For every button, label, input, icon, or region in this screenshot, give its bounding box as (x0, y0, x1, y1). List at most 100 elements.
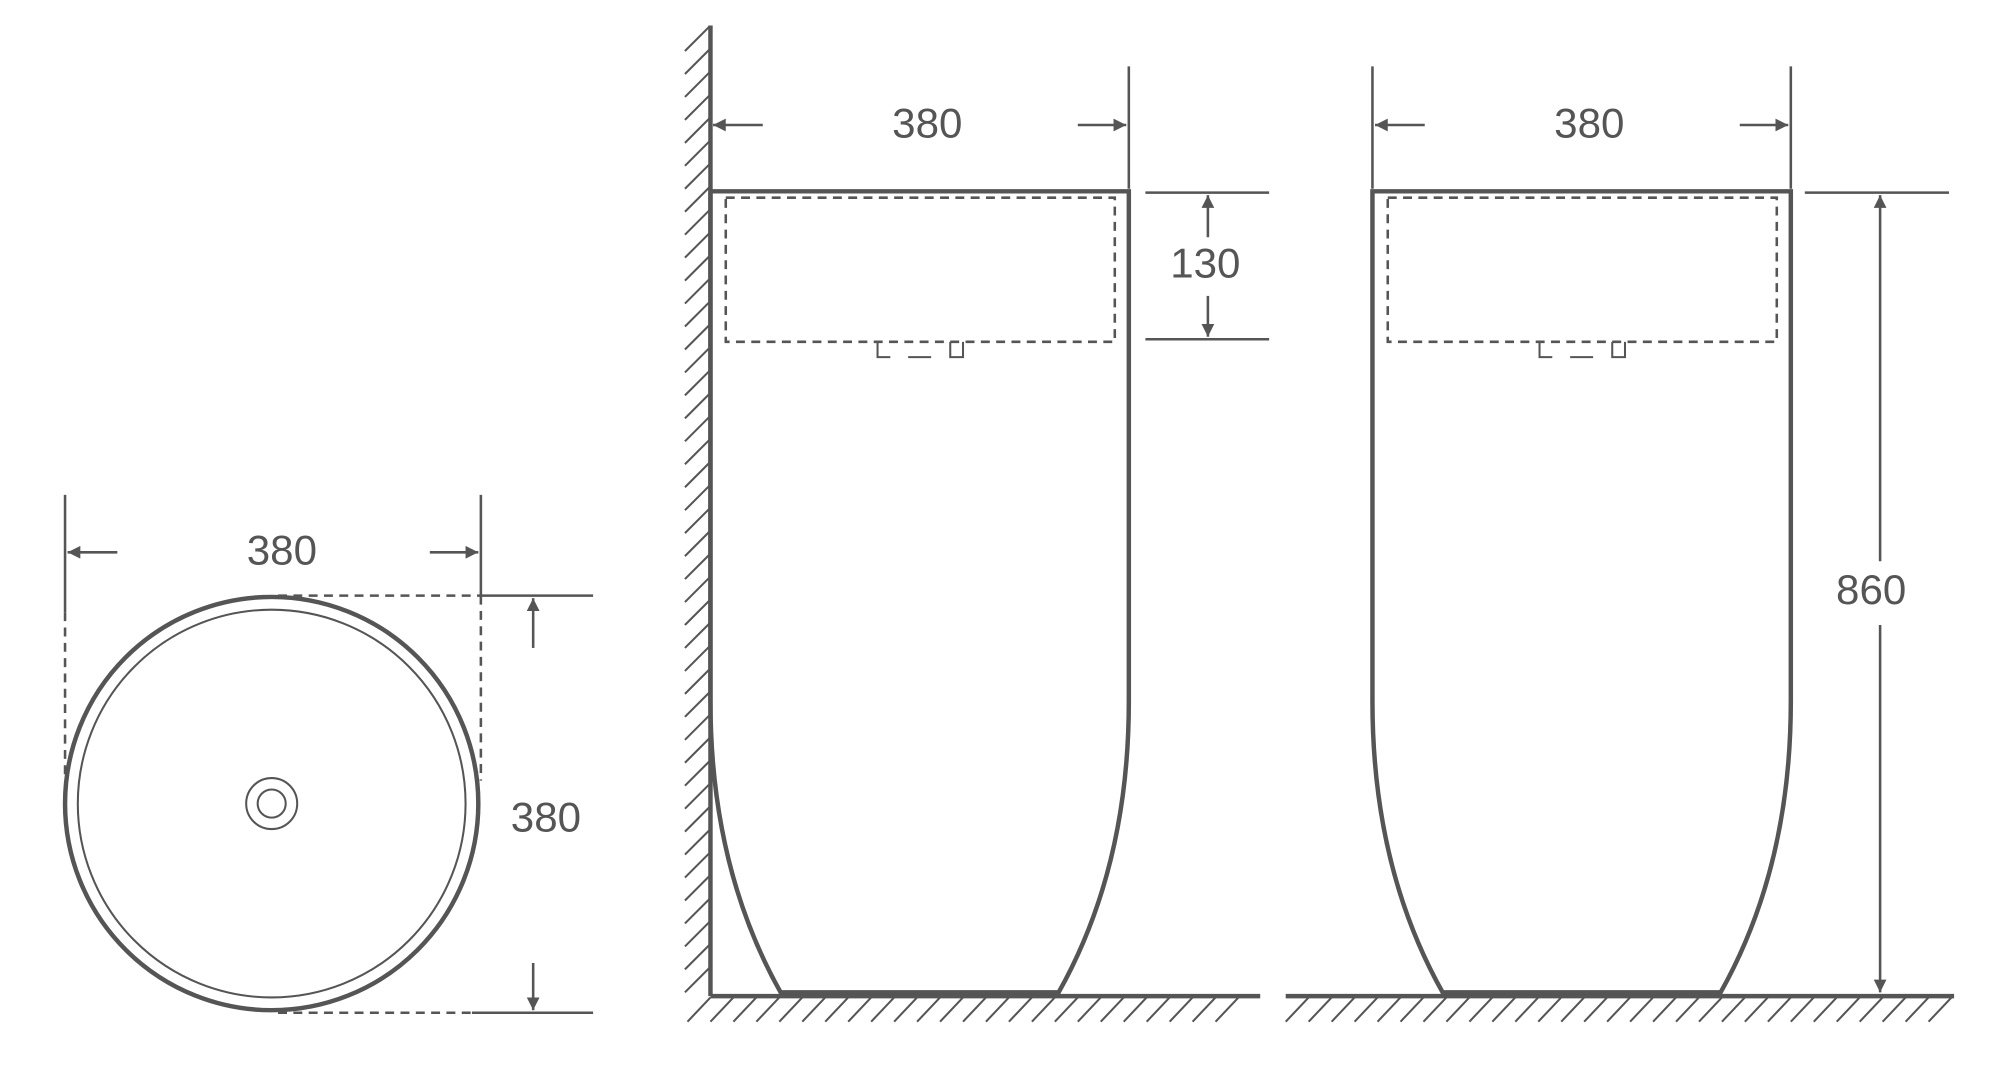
drain-outer-icon (245, 777, 299, 831)
hatch-line (1514, 996, 1540, 1023)
hatch-line (847, 996, 872, 1023)
side-view-freestanding: 380 860 (1284, 66, 1955, 1023)
hatch-line (684, 737, 710, 764)
hatch-line (1145, 996, 1171, 1023)
hatch-line (684, 71, 710, 98)
hatch-line (916, 996, 941, 1023)
hatch-line (684, 393, 710, 420)
hatch-line (1881, 996, 1907, 1023)
hatch-line (1790, 996, 1815, 1023)
hatch-line (684, 852, 710, 879)
hatch-line (684, 49, 710, 75)
hatch-line (709, 996, 735, 1023)
hatch-line (684, 324, 710, 351)
hatch-line (1468, 996, 1494, 1023)
hatch-line (684, 783, 710, 810)
hatch-line (1399, 996, 1425, 1023)
hatch-line (684, 508, 710, 534)
drain-hidden-outline (876, 341, 965, 359)
hatch-line (778, 996, 804, 1023)
hatch-line (684, 921, 710, 948)
hatch-line (1284, 996, 1310, 1023)
hatch-line (1927, 996, 1953, 1023)
basin-rim-inner (76, 608, 467, 999)
top-view: 380 380 (62, 494, 594, 1015)
hatch-line (1376, 996, 1402, 1023)
hatch-line (1168, 996, 1194, 1023)
hatch-line (684, 232, 710, 259)
hatch-line (684, 967, 710, 994)
hatch-line (684, 163, 710, 190)
hatch-line (824, 996, 849, 1023)
hatch-line (684, 117, 710, 144)
hatch-line (1560, 996, 1585, 1023)
hatch-line (1191, 996, 1217, 1023)
width-dimension: 380 (63, 494, 483, 781)
hatch-line (684, 806, 710, 833)
hatch-line (1606, 996, 1631, 1023)
hatch-line (1307, 996, 1333, 1023)
basin-rim-outer (62, 594, 481, 1013)
hatch-line (684, 944, 710, 971)
hatch-line (684, 829, 710, 856)
hatch-line (1031, 996, 1056, 1023)
width-dimension: 380 (1371, 66, 1793, 189)
hatch-line (1422, 996, 1448, 1023)
hatch-line (1353, 996, 1379, 1023)
hatch-line (684, 278, 710, 305)
hatch-line (1744, 996, 1769, 1023)
hatch-line (684, 416, 710, 443)
hatch-line (684, 577, 710, 603)
hatch-line (1122, 996, 1148, 1023)
hatch-line (1008, 996, 1033, 1023)
hatch-line (684, 554, 710, 580)
hatch-line (1813, 996, 1838, 1023)
drain-inner-icon (256, 788, 287, 819)
hatch-line (893, 996, 918, 1023)
basin-hidden-outline (1386, 196, 1779, 344)
width-dimension: 380 (709, 66, 1131, 189)
top-width-label: 380 (247, 527, 317, 574)
floor-hatching (686, 996, 1240, 1023)
hatch-line (684, 140, 710, 167)
hatch-line (684, 622, 710, 649)
hatch-line (684, 209, 710, 236)
hatch-line (684, 370, 710, 397)
hatch-line (684, 898, 710, 925)
hatch-line (684, 691, 710, 718)
hatch-line (801, 996, 826, 1023)
hatch-line (684, 668, 710, 695)
hatch-line (1491, 996, 1517, 1023)
side-view-wall: 380 130 (684, 25, 1270, 1023)
hatch-line (732, 996, 758, 1023)
hatch-line (870, 996, 895, 1023)
hatch-line (1445, 996, 1471, 1023)
hatch-line (755, 996, 781, 1023)
drain-hidden-outline (1538, 341, 1627, 359)
hatch-line (684, 301, 710, 328)
hatch-line (1214, 996, 1240, 1023)
free-width-label: 380 (1554, 99, 1624, 146)
hatch-line (1537, 996, 1562, 1023)
hatch-line (1675, 996, 1700, 1023)
height-dimension: 860 (1804, 191, 1949, 993)
height-label: 860 (1836, 566, 1906, 613)
hatch-line (684, 94, 710, 121)
hatch-line (1904, 996, 1930, 1023)
basin-hidden-outline (724, 196, 1117, 344)
hatch-line (1077, 996, 1102, 1023)
hatch-line (684, 439, 710, 466)
hatch-line (962, 996, 987, 1023)
hatch-line (1858, 996, 1884, 1023)
depth-dimension: 380 (278, 594, 594, 1015)
basin-depth-dimension: 130 (1145, 191, 1270, 341)
hatch-line (684, 531, 710, 557)
hatch-line (684, 645, 710, 672)
pedestal-outline (708, 189, 1132, 995)
hatch-line (1583, 996, 1608, 1023)
hatch-line (939, 996, 964, 1023)
hatch-line (1721, 996, 1746, 1023)
hatch-line (684, 485, 710, 511)
hatch-line (684, 26, 710, 52)
